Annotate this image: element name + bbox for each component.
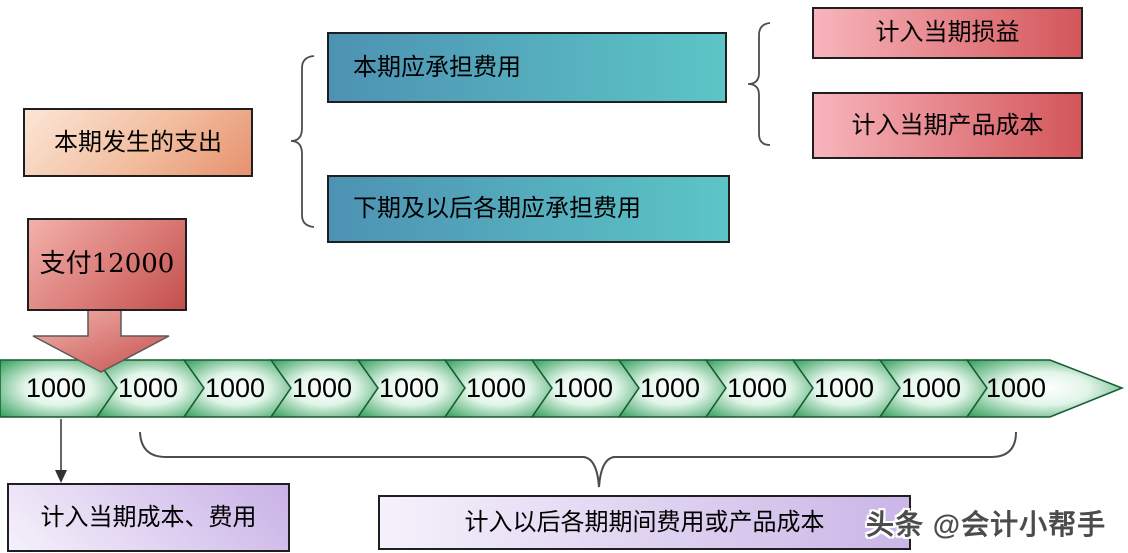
timeline-value: 1000 bbox=[204, 373, 266, 403]
box-source-expenditure: 本期发生的支出 bbox=[23, 108, 253, 177]
box-current-product-cost: 计入当期产品成本 bbox=[812, 92, 1083, 159]
timeline-value: 1000 bbox=[117, 373, 179, 403]
box-payment-12000: 支付12000 bbox=[27, 218, 187, 311]
timeline-value: 1000 bbox=[813, 373, 875, 403]
timeline-value: 1000 bbox=[291, 373, 353, 403]
box-future-period-expense: 下期及以后各期应承担费用 bbox=[327, 175, 730, 243]
timeline-segment bbox=[965, 359, 1125, 418]
payment-arrow bbox=[32, 309, 170, 373]
box-current-profit-loss: 计入当期损益 bbox=[812, 7, 1083, 59]
box-future-cost-expense: 计入以后各期期间费用或产品成本 bbox=[378, 495, 911, 550]
timeline-value: 1000 bbox=[900, 373, 962, 403]
timeline-value: 1000 bbox=[639, 373, 701, 403]
timeline-value: 1000 bbox=[25, 373, 87, 403]
down-arrow-connector bbox=[55, 419, 67, 483]
timeline-bar bbox=[0, 359, 1125, 418]
timeline-value: 1000 bbox=[552, 373, 614, 403]
brace-future-group bbox=[139, 431, 1017, 488]
box-current-cost-expense: 计入当期成本、费用 bbox=[7, 483, 290, 552]
timeline-value: 1000 bbox=[465, 373, 527, 403]
brace-source-split bbox=[290, 55, 315, 228]
watermark-toutiao: 头条 @会计小帮手 bbox=[866, 509, 1107, 540]
brace-current-split bbox=[747, 22, 771, 146]
timeline-value: 1000 bbox=[726, 373, 788, 403]
timeline-value: 1000 bbox=[985, 373, 1047, 403]
box-current-period-expense: 本期应承担费用 bbox=[327, 32, 727, 103]
timeline-value: 1000 bbox=[378, 373, 440, 403]
